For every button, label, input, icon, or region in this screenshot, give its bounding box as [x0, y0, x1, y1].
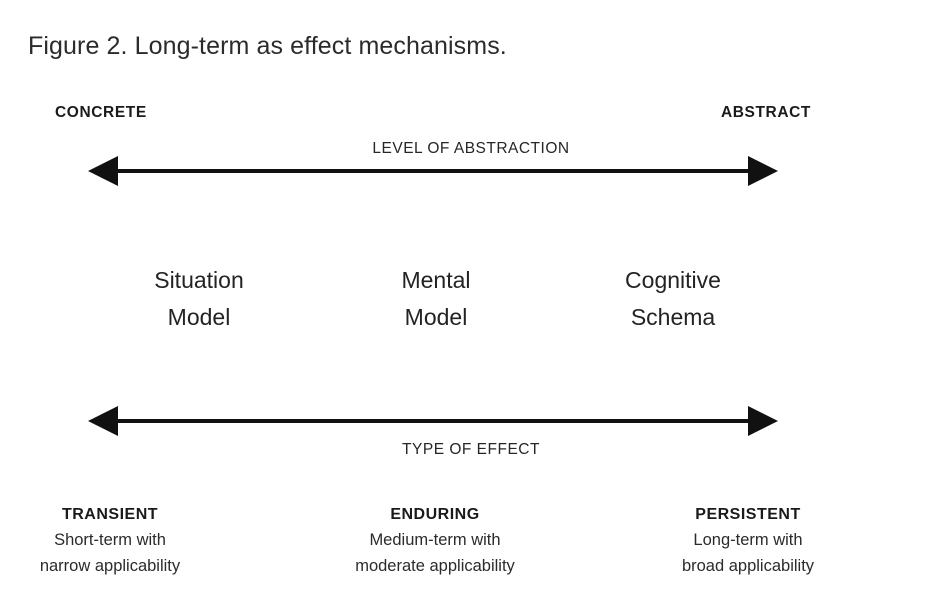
effect-line-2: narrow applicability: [39, 557, 181, 575]
concept-cognitive-schema: Cognitive Schema: [558, 262, 788, 336]
concept-situation-model: Situation Model: [84, 262, 314, 336]
effect-axis-arrow: [88, 404, 778, 438]
effect-title: ENDURING: [390, 506, 480, 523]
effect-line-2: moderate applicability: [355, 557, 515, 575]
concept-line-1: Mental: [401, 267, 471, 293]
concept-line-2: Model: [404, 304, 468, 330]
concept-line-1: Situation: [154, 267, 244, 293]
concept-line-2: Schema: [630, 304, 716, 330]
concept-mental-model: Mental Model: [321, 262, 551, 336]
abstraction-axis-caption: LEVEL OF ABSTRACTION: [372, 140, 570, 157]
abstraction-left-pole-label: CONCRETE: [55, 104, 147, 121]
concept-line-1: Cognitive: [625, 267, 721, 293]
effect-line-2: broad applicability: [681, 557, 815, 575]
concept-line-2: Model: [167, 304, 231, 330]
effect-axis-caption: TYPE OF EFFECT: [402, 441, 540, 458]
effect-column-enduring: ENDURING Medium-term with moderate appli…: [310, 503, 560, 579]
effect-line-1: Medium-term with: [369, 531, 501, 549]
effect-title: PERSISTENT: [695, 506, 801, 523]
effect-line-1: Short-term with: [54, 531, 166, 549]
double-arrow-icon: [88, 406, 778, 436]
effect-column-transient: TRANSIENT Short-term with narrow applica…: [0, 503, 235, 579]
abstraction-axis-arrow: [88, 154, 778, 188]
abstraction-right-pole-label: ABSTRACT: [720, 104, 811, 121]
effect-title: TRANSIENT: [61, 506, 159, 523]
double-arrow-icon: [88, 156, 778, 186]
figure-title: Figure 2. Long-term as effect mechanisms…: [28, 32, 507, 60]
effect-column-persistent: PERSISTENT Long-term with broad applicab…: [623, 503, 873, 579]
effect-line-1: Long-term with: [693, 531, 803, 549]
